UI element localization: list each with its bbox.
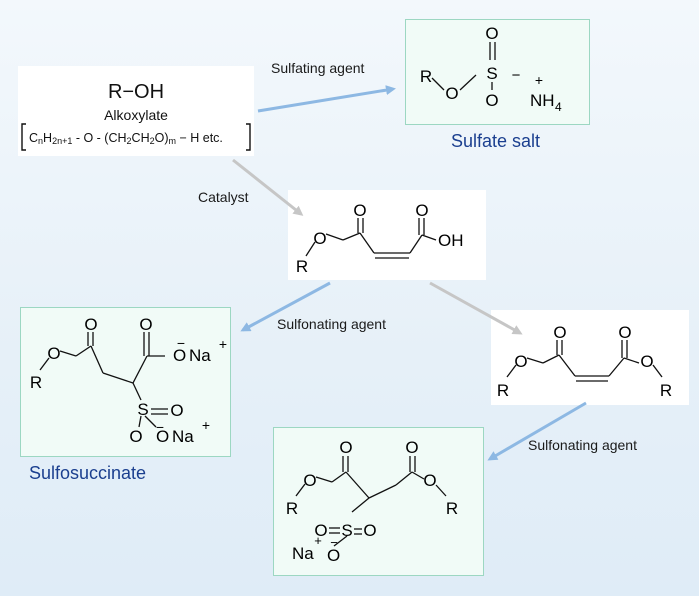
right-bracket xyxy=(246,123,251,151)
sulfate-salt-caption: Sulfate salt xyxy=(451,131,541,151)
sulfate-structure: R O S O O − NH 4 + xyxy=(420,24,562,114)
diester-o-top-left: O xyxy=(553,323,566,342)
sulfosuccinate-plus-1: + xyxy=(219,336,227,352)
diester-sulfo-o-top-left: O xyxy=(339,438,352,457)
diester-o-right: O xyxy=(640,352,653,371)
sulfate-r: R xyxy=(420,67,432,86)
sulfosuccinate-r: R xyxy=(30,373,42,392)
label-catalyst: Catalyst xyxy=(198,189,249,205)
sulfosuccinate-o-top-right: O xyxy=(139,315,152,334)
diester-sulfo-o-right: O xyxy=(423,471,436,490)
diester-sulfo-o-s-left: O xyxy=(314,521,327,540)
diester-r-right: R xyxy=(660,381,672,400)
sulfate-nh-sub: 4 xyxy=(555,100,562,114)
diester-sulfo-r-left: R xyxy=(286,499,298,518)
sulfate-plus: + xyxy=(535,72,543,88)
sulfosuccinate-caption: Sulfosuccinate xyxy=(29,463,147,483)
sulfosuccinate-plus-2: + xyxy=(202,417,210,433)
alkoxylate-structure: R−OH Alkoxylate CnH2n+1 - O - (CH2CH2O)m… xyxy=(21,81,251,151)
sulfosuccinate-minus-1: − xyxy=(177,335,185,351)
sulfate-nh: NH xyxy=(530,91,555,110)
sulfate-o-bottom: O xyxy=(485,91,498,110)
diester-r-left: R xyxy=(497,381,509,400)
alkoxylate-expression: CnH2n+1 - O - (CH2CH2O)m − H etc. xyxy=(29,131,223,146)
diester-sulfo-na: Na xyxy=(292,544,314,563)
sulfate-s: S xyxy=(486,64,497,83)
diester-o-left: O xyxy=(514,352,527,371)
sulfosuccinate-o-s-left: O xyxy=(129,427,142,446)
sulfosuccinate-box: R O O O − O Na + S O O − O Na + xyxy=(20,307,231,457)
label-sulfonating-agent-2: Sulfonating agent xyxy=(528,437,637,453)
alkoxylate-name: Alkoxylate xyxy=(104,107,168,123)
sulfosuccinate-minus-2: − xyxy=(156,419,164,435)
sulfate-o-bridge: O xyxy=(445,84,458,103)
sulfosuccinate-na-2: Na xyxy=(172,427,194,446)
sulfosuccinate-s: S xyxy=(137,400,148,419)
sulfosuccinate-diester-box: R O O O O R O S O + − Na O xyxy=(273,427,484,576)
sulfosuccinate-diester-structure: R O O O O R O S O + − Na O xyxy=(286,438,458,565)
monoester-o-ester: O xyxy=(313,229,326,248)
label-sulfonating-agent-1: Sulfonating agent xyxy=(277,316,386,332)
sulfosuccinate-o-ester: O xyxy=(47,344,60,363)
diester-sulfo-minus: − xyxy=(330,535,338,550)
sulfosuccinate-o-sulfonate: O xyxy=(156,427,169,446)
diester-sulfo-plus: + xyxy=(314,533,322,548)
monoester-oh: OH xyxy=(438,231,464,250)
monoester-o-top-right: O xyxy=(415,201,428,220)
sulfate-minus: − xyxy=(512,67,521,84)
diester-box: R O O O O R xyxy=(491,310,689,405)
left-bracket xyxy=(21,123,26,151)
diester-sulfo-o-left: O xyxy=(303,471,316,490)
sulfosuccinate-o-top-left: O xyxy=(84,315,97,334)
monoester-o-top-left: O xyxy=(353,201,366,220)
sulfate-salt-box: R O S O O − NH 4 + xyxy=(405,19,590,125)
sulfate-o-top: O xyxy=(485,24,498,43)
diester-o-top-right: O xyxy=(618,323,631,342)
alkoxylate-formula: R−OH xyxy=(108,81,164,103)
diester-sulfo-o-top-right: O xyxy=(405,438,418,457)
diester-structure: R O O O O R xyxy=(497,323,672,400)
sulfosuccinate-structure: R O O O − O Na + S O O − O Na + xyxy=(30,315,227,446)
arrow-sulfating xyxy=(257,85,396,113)
label-sulfating-agent: Sulfating agent xyxy=(271,60,365,76)
sulfosuccinate-na-1: Na xyxy=(189,346,211,365)
diester-sulfo-o-s-right: O xyxy=(363,521,376,540)
sulfosuccinate-o-carboxylate: O xyxy=(173,346,186,365)
diester-sulfo-o-sulfonate: O xyxy=(327,546,340,565)
monoester-box: R O O O OH xyxy=(288,190,486,280)
alkoxylate-box: R−OH Alkoxylate CnH2n+1 - O - (CH2CH2O)m… xyxy=(18,66,254,156)
monoester-structure: R O O O OH xyxy=(296,201,464,276)
diester-sulfo-r-right: R xyxy=(446,499,458,518)
sulfosuccinate-o-s-right: O xyxy=(170,401,183,420)
diester-sulfo-s: S xyxy=(341,521,352,540)
monoester-r: R xyxy=(296,257,308,276)
